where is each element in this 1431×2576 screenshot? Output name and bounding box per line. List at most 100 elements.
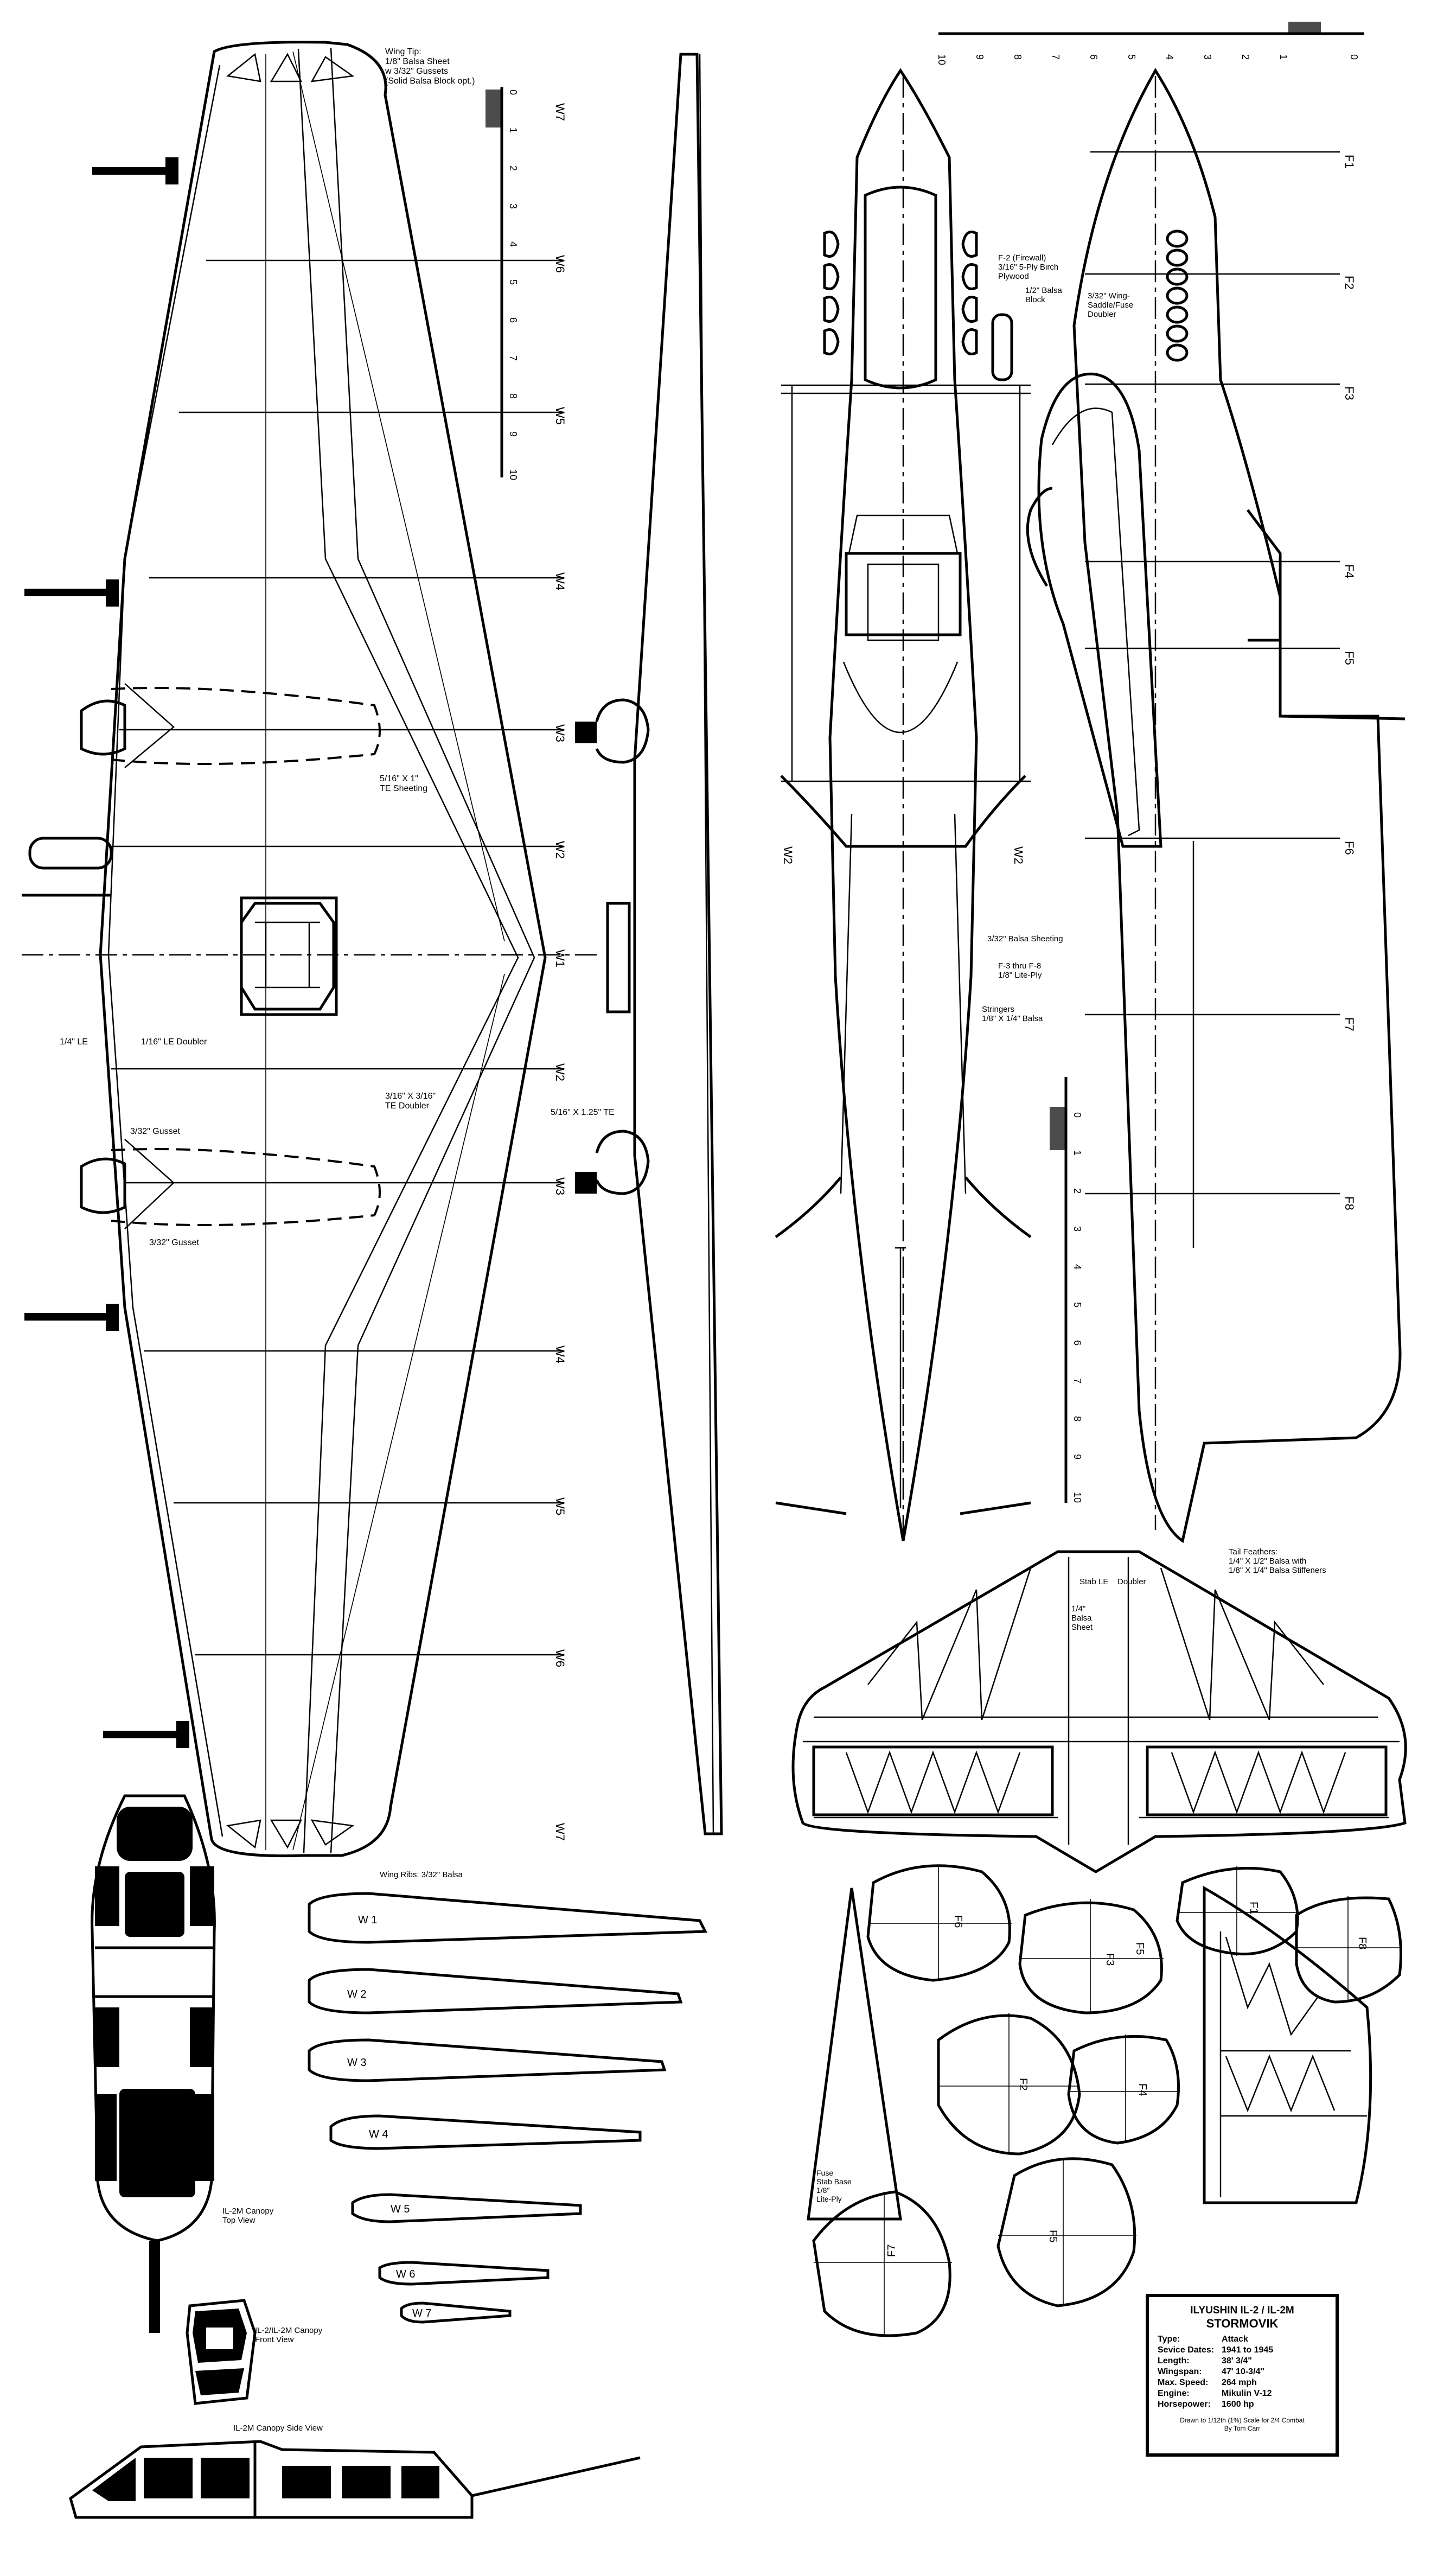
rib-label: W5	[553, 1497, 567, 1515]
annotation-te-sheeting: 5/16" X 1"TE Sheeting	[380, 774, 427, 793]
annotation-gusset-bottom: 3/32" Gusset	[149, 1238, 200, 1247]
wing-outline	[99, 41, 547, 1858]
former-part-label: F1	[1248, 1902, 1260, 1914]
former-label: F5	[1343, 651, 1356, 665]
rib-label: W2	[553, 841, 567, 859]
annotation-te-doubler: 3/16" X 3/16"TE Doubler	[385, 1092, 436, 1111]
canopy-side-view: IL-2M Canopy Side View	[69, 2424, 641, 2519]
spec-row: Length:38' 3/4"	[1158, 2356, 1252, 2365]
scale-number: 6	[1072, 1340, 1083, 1346]
rib-label: W2	[553, 1063, 567, 1081]
scale-number: 4	[508, 241, 519, 247]
former-part-label: F7	[886, 2245, 898, 2257]
annotation-wing-ribs: Wing Ribs: 3/32" Balsa	[380, 1870, 463, 1879]
scale-number: 10	[508, 469, 519, 480]
spec-row: Wingspan:47' 10-3/4"	[1158, 2367, 1264, 2376]
scale-number: 3	[508, 203, 519, 209]
scale-number: 9	[974, 54, 985, 60]
scale-number: 0	[1349, 54, 1359, 60]
scale-number: 7	[1072, 1378, 1083, 1383]
scale-fuselage: 0 1 2 3 4 5 6 7 8 9 10	[1050, 1077, 1083, 1503]
spec-row: Max. Speed:264 mph	[1158, 2378, 1257, 2387]
scale-number: 6	[508, 317, 519, 323]
rib-part-label: W 5	[391, 2203, 410, 2215]
rib-label: W7	[553, 1823, 567, 1841]
former-part-label: F4	[1136, 2083, 1148, 2096]
scale-number: 3	[1202, 54, 1213, 60]
annotation-balsa-sheeting: 3/32" Balsa Sheeting	[987, 934, 1063, 943]
rib-part-label: W 3	[347, 2057, 367, 2069]
rib-part-label: W 6	[396, 2268, 416, 2280]
rib-part-label: W 7	[412, 2307, 432, 2319]
wing-rib-labels: W7 W6 W5 W4 W3 W2 W1 W2 W3 W4 W5 W6 W7	[553, 103, 567, 1841]
scale-number: 7	[1050, 54, 1061, 60]
former-label: F1	[1343, 155, 1356, 169]
former-label: F3	[1343, 386, 1356, 400]
scale-number: 0	[1072, 1112, 1083, 1118]
former-label: F6	[1343, 841, 1356, 855]
spec-row: Horsepower:1600 hp	[1158, 2400, 1254, 2409]
scale-number: 2	[508, 165, 519, 171]
spec-title: ILYUSHIN IL-2 / IL-2M	[1190, 2305, 1294, 2316]
former-part-label: F6	[952, 1915, 964, 1928]
annotation-te: 5/16" X 1.25" TE	[551, 1108, 615, 1117]
rib-label: W7	[553, 103, 567, 121]
spec-subtitle: STORMOVIK	[1206, 2317, 1279, 2330]
scale-number: 7	[508, 355, 519, 361]
rib-label: W3	[553, 724, 567, 742]
scale-wing: 0 1 2 3 4 5 6 7 8 9 10	[485, 87, 519, 480]
annotation-le: 1/4" LE	[60, 1037, 88, 1047]
scale-number: 10	[936, 54, 947, 65]
scale-number: 2	[1240, 54, 1251, 60]
former-part-label: F5	[1134, 1942, 1146, 1955]
scale-number: 8	[1072, 1416, 1083, 1421]
rib-label: W3	[553, 1177, 567, 1195]
fuselage-top-view: W2 W2	[775, 68, 1032, 1541]
annotation-gusset-top: 3/32" Gusset	[130, 1127, 181, 1136]
annotation-canopy-side: IL-2M Canopy Side View	[233, 2424, 323, 2433]
rib-part-label: W 1	[358, 1914, 378, 1926]
wing-ribs: Wing Ribs: 3/32" Balsa W 1 W 2 W 3 W 4 W…	[308, 1870, 707, 2324]
rib-label: W2	[1012, 846, 1025, 864]
scale-number: 5	[508, 279, 519, 285]
scale-number: 3	[1072, 1226, 1083, 1232]
annotation-doubler: Doubler	[1117, 1577, 1146, 1586]
spec-row: Engine:Mikulin V-12	[1158, 2389, 1272, 2398]
scale-number: 4	[1072, 1264, 1083, 1270]
rib-label: W4	[553, 572, 567, 590]
spec-footer: Drawn to 1/12th (1%) Scale for 2/4 Comba…	[1180, 2416, 1305, 2432]
spec-row: Type:Attack	[1158, 2335, 1248, 2344]
scale-top: 10 9 8 7 6 5 4 3 2 1 0	[936, 22, 1364, 65]
annotation-stab-le: Stab LE	[1079, 1577, 1108, 1586]
rib-label: W2	[781, 846, 795, 864]
spec-box: ILYUSHIN IL-2 / IL-2M STORMOVIK Type:Att…	[1146, 2294, 1339, 2457]
spec-row: Sevice Dates:1941 to 1945	[1158, 2345, 1274, 2355]
former-part-label: F8	[1356, 1937, 1368, 1949]
scale-number: 1	[1072, 1150, 1083, 1156]
rib-part-label: W 2	[347, 1988, 367, 2000]
scale-number: 4	[1164, 54, 1175, 60]
scale-number: 5	[1072, 1302, 1083, 1308]
former-label: F8	[1343, 1196, 1356, 1210]
scale-number: 10	[1072, 1492, 1083, 1503]
rib-label: W6	[553, 1649, 567, 1667]
former-label: F4	[1343, 564, 1356, 578]
fuselage-side-view: F1 F2 F3 F4 F5 F6 F7 F8	[1026, 68, 1406, 1544]
scale-number: 1	[1278, 54, 1289, 60]
